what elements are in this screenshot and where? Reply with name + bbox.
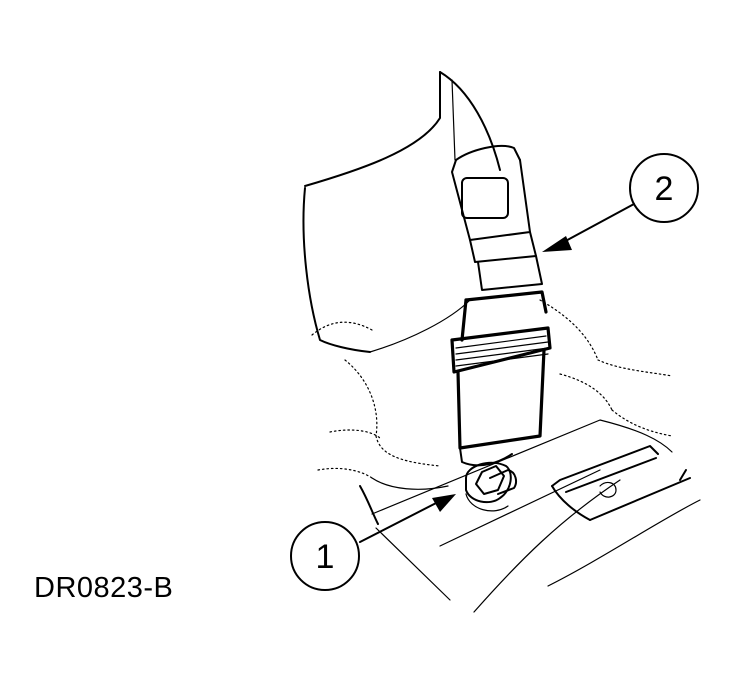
callout-2-circle	[629, 153, 699, 223]
anchor-bolt	[465, 461, 517, 512]
callout-1-leader	[359, 499, 443, 543]
buckle-release-slot	[461, 177, 509, 219]
seat-back	[302, 71, 501, 353]
callout-1: 1	[290, 494, 456, 591]
floor-console	[371, 419, 701, 613]
callout-2-number: 2	[655, 170, 674, 208]
callout-1-circle	[290, 521, 360, 591]
callout-1-arrowhead	[432, 494, 456, 512]
callout-2: 2	[542, 153, 699, 252]
seat-cushion	[311, 299, 673, 525]
callout-2-arrowhead	[542, 236, 572, 252]
callout-1-number: 1	[316, 538, 335, 576]
figure-id-label: DR0823-B	[34, 572, 174, 604]
seat-belt-buckle	[450, 144, 552, 467]
buckle-grip	[450, 326, 552, 374]
callout-2-leader	[559, 203, 635, 245]
